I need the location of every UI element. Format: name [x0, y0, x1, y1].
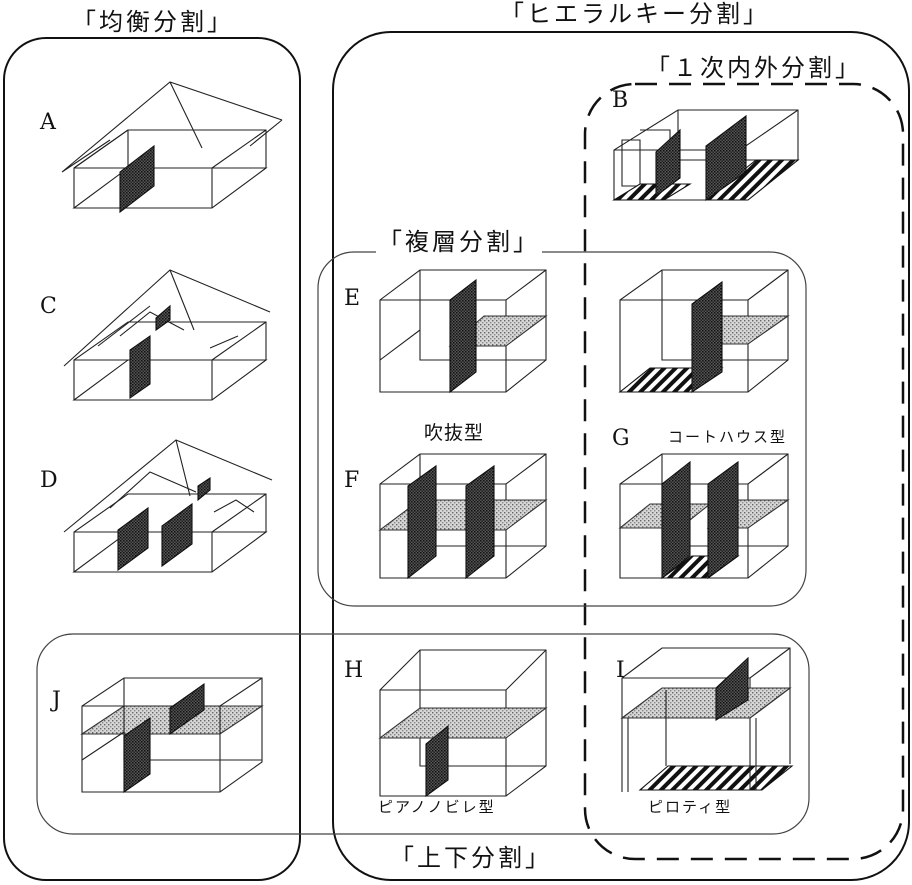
- figure-e: [379, 269, 548, 394]
- figure-c: [63, 269, 271, 401]
- caption-pilotis: ピロティ型: [648, 798, 733, 816]
- frame-hierarchy: [332, 31, 910, 881]
- figure-letter-g: G: [612, 426, 630, 451]
- figure-letter-c: C: [40, 294, 57, 319]
- figure-h: [378, 649, 548, 798]
- figure-a: [61, 81, 283, 214]
- figure-b: [612, 109, 800, 202]
- caption-piano-nobile: ピアノノビレ型: [378, 798, 496, 816]
- group-title-primary-in-out: 「１次内外分割」: [644, 54, 864, 82]
- figure-letter-f: F: [344, 468, 360, 493]
- group-title-up-down: 「上下分割」: [388, 844, 554, 872]
- caption-fukinuke: 吹抜型: [424, 422, 485, 444]
- figure-letter-a: A: [40, 110, 56, 135]
- figure-letter-d: D: [40, 468, 58, 493]
- figure-letter-h: H: [344, 658, 364, 683]
- figure-j: [80, 677, 264, 794]
- caption-court-house: コートハウス型: [668, 428, 788, 446]
- group-title-multi-layer: 「複層分割」: [376, 228, 542, 256]
- frame-balanced: [3, 37, 301, 881]
- frame-multi-layer: [317, 251, 807, 607]
- frame-primary-in-out: [583, 82, 905, 861]
- figure-letter-e: E: [344, 286, 361, 311]
- group-title-balanced: 「均衡分割」: [70, 8, 236, 36]
- figure-letter-b: B: [612, 88, 629, 113]
- figure-letter-j: J: [52, 688, 61, 713]
- figure-d: [63, 439, 273, 573]
- figure-f: [378, 453, 548, 580]
- figure-letter-i: I: [616, 658, 625, 683]
- figure-g: [618, 453, 790, 580]
- figure-e-courtyard: [618, 269, 790, 394]
- frame-up-down: [36, 633, 810, 835]
- figure-i: [620, 647, 794, 792]
- group-title-hierarchy: 「ヒエラルキー分割」: [498, 0, 772, 28]
